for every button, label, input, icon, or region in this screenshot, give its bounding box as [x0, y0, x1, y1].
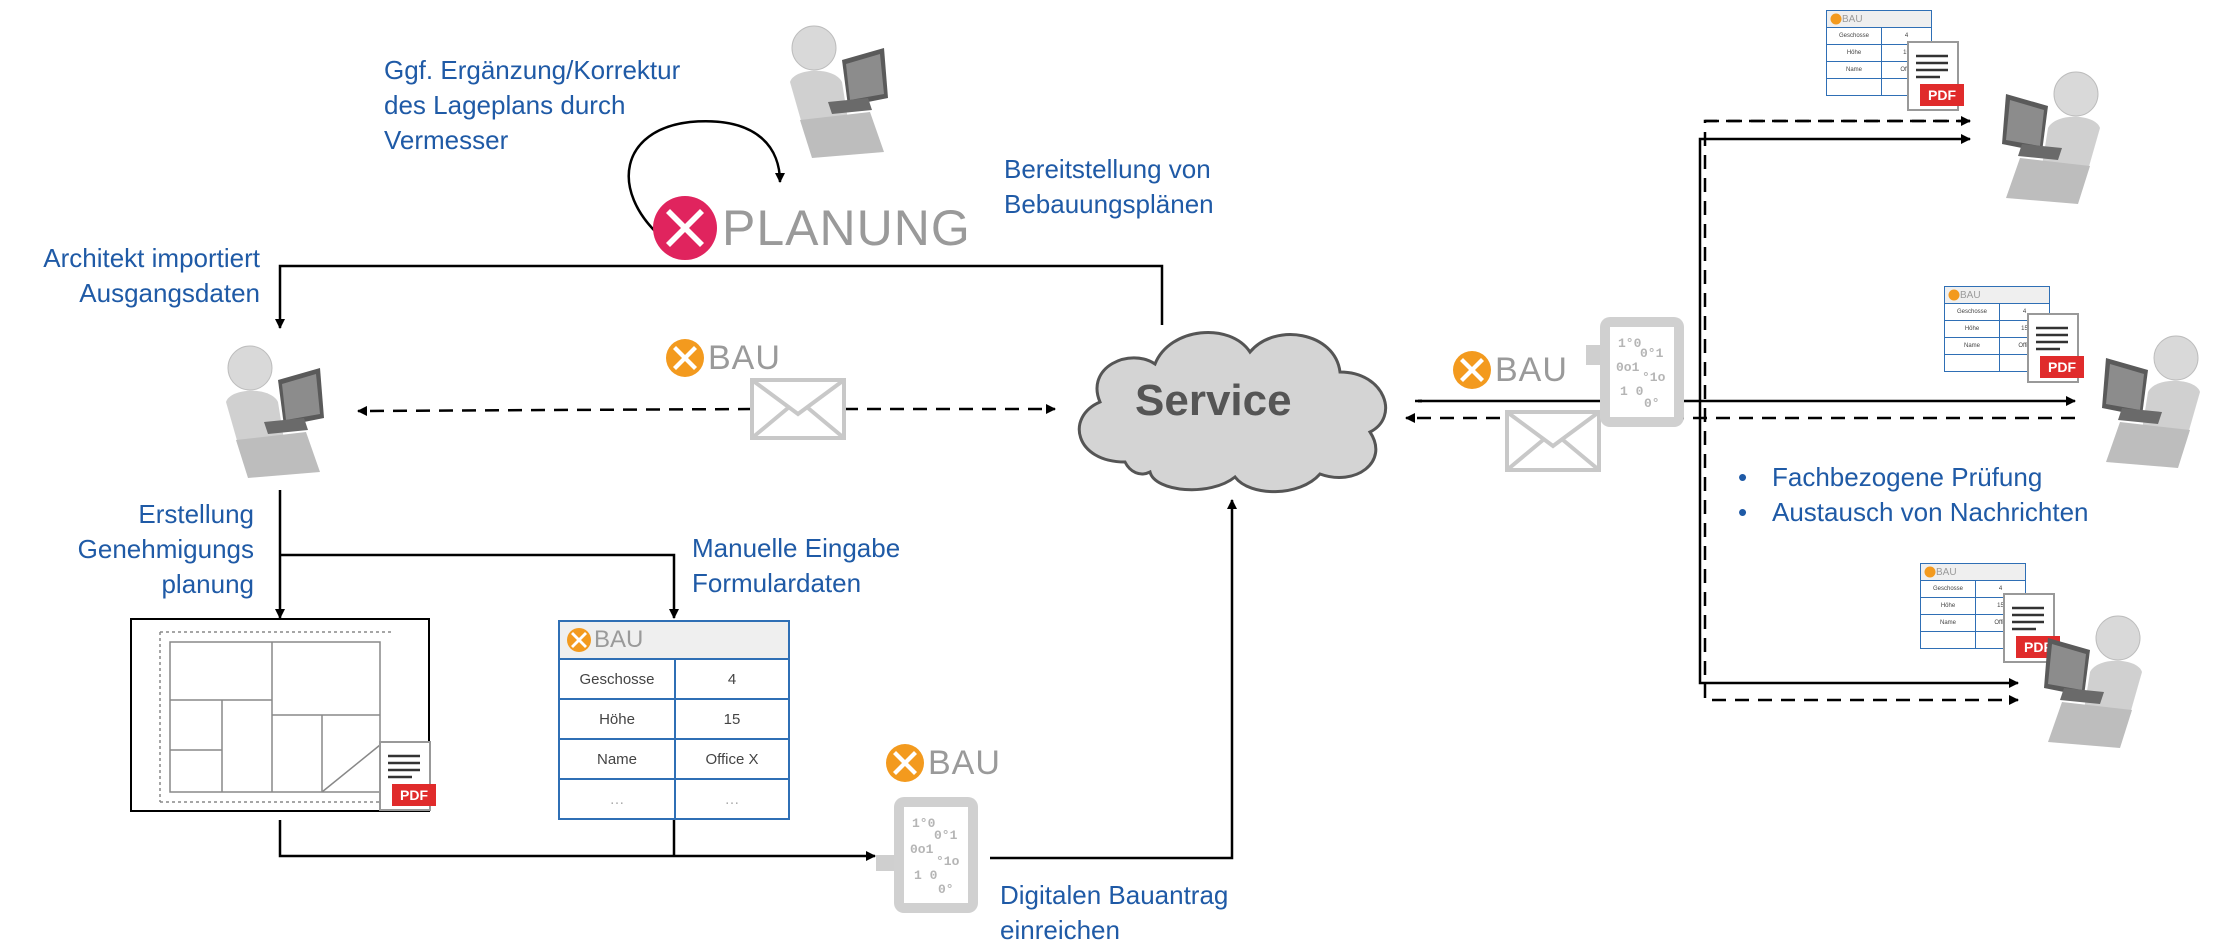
table-cell: 15: [723, 710, 741, 728]
xbau-wordmark: BAU: [594, 626, 644, 653]
xbau-logo: BAU: [1452, 350, 1568, 390]
xbau-wordmark: BAU: [708, 338, 781, 377]
xbau-mark-icon: [886, 744, 924, 782]
table-cell: 15: [1997, 603, 2004, 609]
table-cell: [1827, 79, 1882, 95]
svg-text:0o1: 0o1: [910, 842, 934, 857]
table-cell: 4: [2022, 309, 2027, 315]
table-cell: 4: [1998, 586, 2003, 592]
person-at-laptop-icon: [2102, 335, 2200, 468]
form-header: BAU: [560, 622, 788, 660]
svg-text:0°1: 0°1: [934, 828, 958, 843]
pdf-document-icon: PDF: [2027, 313, 2084, 383]
xbau-mark-icon: [1453, 351, 1491, 389]
bullet-item: Austausch von Nachrichten: [1738, 495, 2089, 530]
pdf-label: PDF: [400, 787, 428, 803]
xbau-mark-icon: [1948, 289, 1960, 301]
form-data-table: BAU Geschosse 4 Höhe 15 Name Office X … …: [558, 620, 790, 820]
table-cell: Offic: [1994, 620, 2007, 626]
xbau-wordmark: BAU: [1495, 350, 1568, 389]
bullet-list: Fachbezogene Prüfung Austausch von Nachr…: [1738, 460, 2089, 530]
architect-import-label: Architekt importiert Ausgangsdaten: [43, 243, 260, 308]
pdf-document-icon: PDF: [1907, 41, 1964, 111]
xbau-mark-icon: [666, 339, 704, 377]
table-cell: Geschosse: [1921, 581, 1976, 597]
table-cell: Offic: [2018, 343, 2031, 349]
xbau-mark-icon: [1924, 566, 1936, 578]
service-label: Service: [1135, 376, 1292, 425]
xbau-mark-icon: [1830, 13, 1842, 25]
table-cell: 15: [1903, 50, 1910, 56]
svg-text:0°: 0°: [938, 882, 954, 897]
table-cell: …: [560, 780, 676, 818]
svg-text:1 0: 1 0: [914, 868, 938, 883]
table-cell: Name: [1921, 615, 1976, 631]
svg-text:°1o: °1o: [1642, 370, 1666, 385]
binary-document-icon: 1°00°1 0o1°1o 1 00°: [876, 797, 978, 913]
person-at-laptop-icon: [226, 345, 324, 478]
envelope-icon: [1505, 410, 1601, 472]
table-cell: Geschosse: [560, 660, 676, 698]
create-planning-label: Erstellung Genehmigungs planung: [77, 499, 254, 599]
svg-text:0°1: 0°1: [1640, 346, 1664, 361]
xbau-mark-icon: [567, 628, 591, 652]
xbau-logo: BAU: [885, 743, 1001, 783]
xbau-wordmark: BAU: [1960, 289, 1981, 301]
svg-text:0o1: 0o1: [1616, 360, 1640, 375]
table-cell: Office X: [705, 750, 759, 768]
person-at-laptop-icon: [790, 25, 888, 158]
pdf-document-icon: PDF: [379, 741, 436, 811]
svg-text:1°0: 1°0: [1618, 336, 1642, 351]
service-cloud-icon: [1077, 331, 1388, 494]
bullet-item: Fachbezogene Prüfung: [1738, 460, 2089, 495]
svg-text:1 0: 1 0: [1620, 384, 1644, 399]
table-cell: Geschosse: [1827, 28, 1882, 44]
xplanung-mark-icon: [653, 196, 717, 260]
table-cell: Name: [1945, 338, 2000, 354]
pdf-label: PDF: [2024, 639, 2052, 655]
submit-label: Digitalen Bauantrag einreichen: [1000, 880, 1229, 945]
table-cell: [1945, 355, 2000, 371]
binary-document-icon: 1°00°1 0o1°1o 1 00°: [1586, 317, 1684, 427]
table-cell: 4: [1904, 33, 1909, 39]
manual-input-label: Manuelle Eingabe Formulardaten: [692, 533, 901, 598]
table-cell: Höhe: [1921, 598, 1976, 614]
provision-label: Bereitstellung von Bebauungsplänen: [1004, 154, 1214, 219]
table-cell: [1921, 632, 1976, 648]
floor-plan-icon: [159, 631, 392, 803]
xbau-wordmark: BAU: [1936, 566, 1957, 578]
table-cell: 15: [2021, 326, 2028, 332]
svg-text:°1o: °1o: [936, 854, 960, 869]
surveyor-note-label: Ggf. Ergänzung/Korrektur des Lageplans d…: [384, 55, 681, 155]
svg-text:1°0: 1°0: [912, 816, 936, 831]
xbau-wordmark: BAU: [1842, 13, 1863, 25]
xplanung-wordmark: PLANUNG: [722, 200, 971, 256]
svg-text:0°: 0°: [1644, 396, 1660, 411]
xplanung-logo: PLANUNG: [652, 195, 971, 261]
table-row: … …: [560, 780, 788, 818]
person-at-laptop-icon: [2002, 71, 2100, 204]
pdf-label: PDF: [1928, 87, 1956, 103]
table-cell: Geschosse: [1945, 304, 2000, 320]
pdf-label: PDF: [2048, 359, 2076, 375]
table-cell: Name: [560, 740, 676, 778]
xbau-wordmark: BAU: [928, 743, 1001, 782]
table-row: Name Office X: [560, 740, 788, 780]
table-cell: Höhe: [1827, 45, 1882, 61]
table-cell: Name: [1827, 62, 1882, 78]
table-cell: Höhe: [1945, 321, 2000, 337]
table-row: Höhe 15: [560, 700, 788, 740]
xbau-logo: BAU: [665, 338, 781, 378]
table-cell: Höhe: [560, 700, 676, 738]
table-row: Geschosse 4: [560, 660, 788, 700]
person-at-laptop-icon: [2044, 615, 2142, 748]
envelope-icon: [750, 378, 846, 440]
table-cell: Offic: [1900, 67, 1913, 73]
table-cell: 4: [727, 670, 737, 688]
table-cell: …: [724, 790, 740, 808]
